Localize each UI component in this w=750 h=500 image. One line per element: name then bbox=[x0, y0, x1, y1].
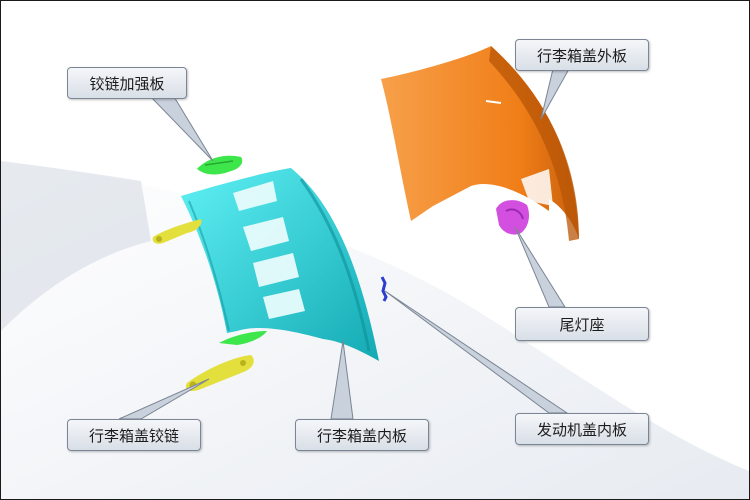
label-tail-lamp-seat: 尾灯座 bbox=[515, 307, 649, 341]
label-hinge-reinforcement-text: 铰链加强板 bbox=[89, 74, 165, 93]
label-trunk-lid-outer: 行李箱盖外板 bbox=[515, 39, 649, 71]
pointer-tail-lamp-seat bbox=[514, 226, 566, 308]
label-tail-lamp-seat-text: 尾灯座 bbox=[559, 315, 605, 334]
label-trunk-lid-hinge: 行李箱盖铰链 bbox=[67, 419, 201, 451]
pointer-trunk-lid-outer bbox=[540, 68, 570, 120]
trunk-lid-hinge-upper bbox=[152, 219, 202, 244]
engine-hood-inner-part bbox=[380, 276, 388, 302]
label-trunk-lid-inner-text: 行李箱盖内板 bbox=[316, 426, 407, 445]
pointer-hinge-reinforcement bbox=[147, 94, 214, 162]
label-engine-hood-inner-text: 发动机盖内板 bbox=[536, 420, 627, 439]
trunk-lid-inner-panel bbox=[181, 168, 379, 361]
lower-bracket bbox=[219, 331, 267, 345]
hinge-reinforcement-plate bbox=[197, 155, 243, 175]
tail-lamp-seat bbox=[496, 200, 529, 235]
label-trunk-lid-hinge-text: 行李箱盖铰链 bbox=[88, 426, 179, 445]
label-hinge-reinforcement: 铰链加强板 bbox=[67, 67, 187, 99]
trunk-lid-outer-panel bbox=[381, 46, 579, 241]
background-fold bbox=[1, 161, 151, 331]
label-engine-hood-inner: 发动机盖内板 bbox=[515, 413, 649, 445]
label-trunk-lid-inner: 行李箱盖内板 bbox=[295, 419, 429, 451]
label-trunk-lid-outer-text: 行李箱盖外板 bbox=[536, 46, 627, 65]
